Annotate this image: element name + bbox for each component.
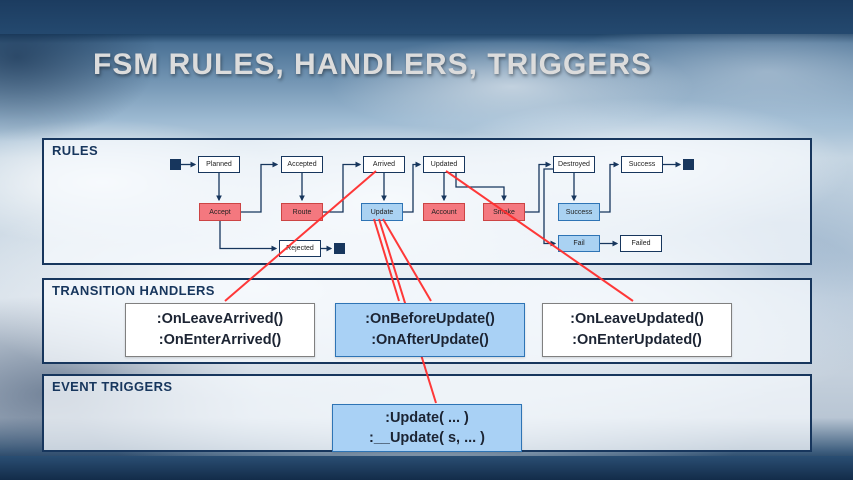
slide-title: FSM RULES, HANDLERS, TRIGGERS: [93, 48, 653, 81]
fsm-state-failed: Failed: [620, 235, 662, 252]
fsm-state-success: Success: [621, 156, 663, 173]
fsm-state-rejected: Rejected: [279, 240, 321, 257]
start-marker: [170, 159, 181, 170]
arrow-success-transition-to-success: [600, 161, 620, 213]
fsm-transition-route: Route: [281, 203, 323, 221]
event-triggers-panel: EVENT TRIGGERS :Update( ... ) :__Update(…: [42, 374, 812, 452]
updated-handlers-box: :OnLeaveUpdated() :OnEnterUpdated(): [542, 303, 732, 357]
handler-line: :OnEnterArrived(): [158, 332, 282, 348]
fsm-transition-account: Account: [423, 203, 465, 221]
fsm-transition-accept: Accept: [199, 203, 241, 221]
update-trigger-box: :Update( ... ) :__Update( s, ... ): [332, 404, 522, 452]
rules-panel-label: RULES: [52, 143, 99, 158]
trigger-line: :Update( ... ): [385, 410, 469, 426]
top-border-strip: [0, 0, 853, 34]
arrow-accept-to-rejected: [219, 221, 278, 252]
handler-line: :OnBeforeUpdate(): [365, 311, 495, 327]
trigger-line: :__Update( s, ... ): [368, 430, 486, 446]
arrow-updated-to-smoke: [455, 173, 507, 202]
fsm-transition-success: Success: [558, 203, 600, 221]
fsm-state-updated: Updated: [423, 156, 465, 173]
fsm-state-planned: Planned: [198, 156, 240, 173]
arrow-route-to-arrived: [323, 161, 362, 213]
end-marker-rejected: [334, 243, 345, 254]
handler-line: :OnEnterUpdated(): [572, 332, 702, 348]
fsm-transition-update: Update: [361, 203, 403, 221]
end-marker-success: [683, 159, 694, 170]
handler-line: :OnAfterUpdate(): [371, 332, 489, 348]
fsm-state-accepted: Accepted: [281, 156, 323, 173]
bottom-border-strip: [0, 456, 853, 480]
fsm-transition-fail: Fail: [558, 235, 600, 252]
update-handlers-box: :OnBeforeUpdate() :OnAfterUpdate(): [335, 303, 525, 357]
handler-line: :OnLeaveArrived(): [156, 311, 284, 327]
fsm-transition-smoke: Smoke: [483, 203, 525, 221]
event-triggers-panel-label: EVENT TRIGGERS: [52, 379, 173, 394]
rules-panel: RULES: [42, 138, 812, 265]
arrow-smoke-to-destroyed: [525, 161, 552, 213]
handler-line: :OnLeaveUpdated(): [570, 311, 704, 327]
arrived-handlers-box: :OnLeaveArrived() :OnEnterArrived(): [125, 303, 315, 357]
fsm-state-arrived: Arrived: [363, 156, 405, 173]
fsm-state-destroyed: Destroyed: [553, 156, 595, 173]
transition-handlers-panel: TRANSITION HANDLERS :OnLeaveArrived() :O…: [42, 278, 812, 364]
arrow-destroyed-to-fail: [543, 168, 557, 247]
arrow-update-to-updated: [403, 161, 422, 213]
transition-handlers-panel-label: TRANSITION HANDLERS: [52, 283, 215, 298]
arrow-accept-to-accepted: [241, 161, 279, 213]
